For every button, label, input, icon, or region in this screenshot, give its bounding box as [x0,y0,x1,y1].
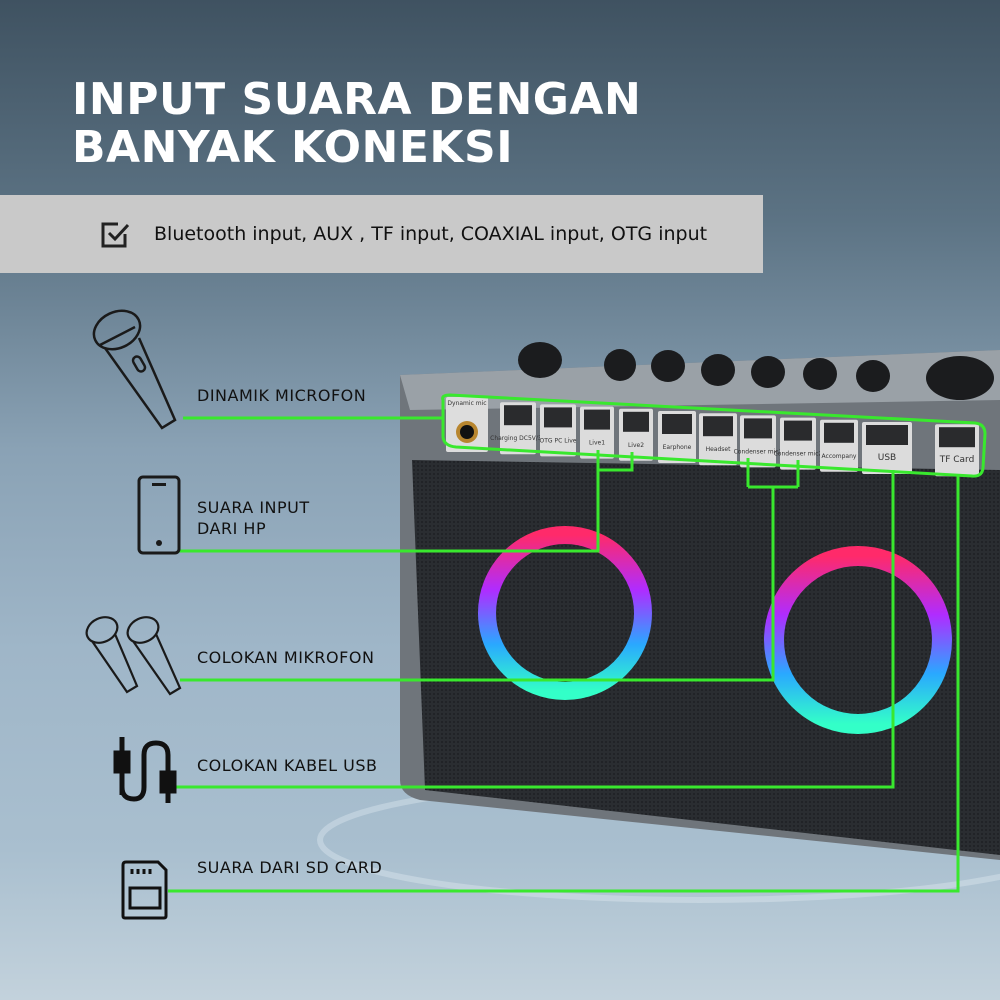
smartphone-icon [137,475,181,555]
feature-colokan-kabel-usb: COLOKAN KABEL USB [197,756,378,775]
port-label: Live2 [628,442,644,449]
port-label: Accompany [822,453,857,460]
checkbox-checked-icon [101,222,130,248]
two-microphones-icon [85,616,182,696]
port-label: Live1 [589,440,605,447]
feature-suara-input-hp: SUARA INPUT DARI HP [197,497,310,539]
banner-text: Bluetooth input, AUX , TF input, COAXIAL… [154,223,708,245]
port-label: TF Card [939,455,975,465]
knobs [518,342,994,400]
port-label: Earphone [663,444,692,451]
title-line-1: INPUT SUARA DENGAN [72,74,642,125]
feature-dinamik-microfon: DINAMIK MICROFON [197,386,367,405]
page-title: INPUT SUARA DENGAN BANYAK KONEKSI [72,76,641,172]
feature-suara-dari-sd-card: SUARA DARI SD CARD [197,858,383,877]
title-line-2: BANYAK KONEKSI [72,122,514,173]
port-label: Dynamic mic [447,400,486,407]
feature-line-2: DARI HP [197,519,267,538]
port-label: Charging DC5V/3A [490,435,547,442]
cable-icon [113,737,177,803]
port-label: OTG PC Live [540,437,577,444]
sd-card-icon [121,860,168,920]
led-ring-left [478,526,652,700]
inputs-banner: Bluetooth input, AUX , TF input, COAXIAL… [0,195,763,273]
port-label: Condenser mic1 [734,448,783,455]
feature-line-1: SUARA INPUT [197,498,310,517]
callout-lines [168,393,987,893]
port-label: Headset [706,446,732,453]
microphone-icon [92,309,177,430]
port-label: USB [878,453,896,463]
port-label: Condenser mic2 [774,451,823,458]
feature-colokan-mikrofon: COLOKAN MIKROFON [197,648,375,667]
